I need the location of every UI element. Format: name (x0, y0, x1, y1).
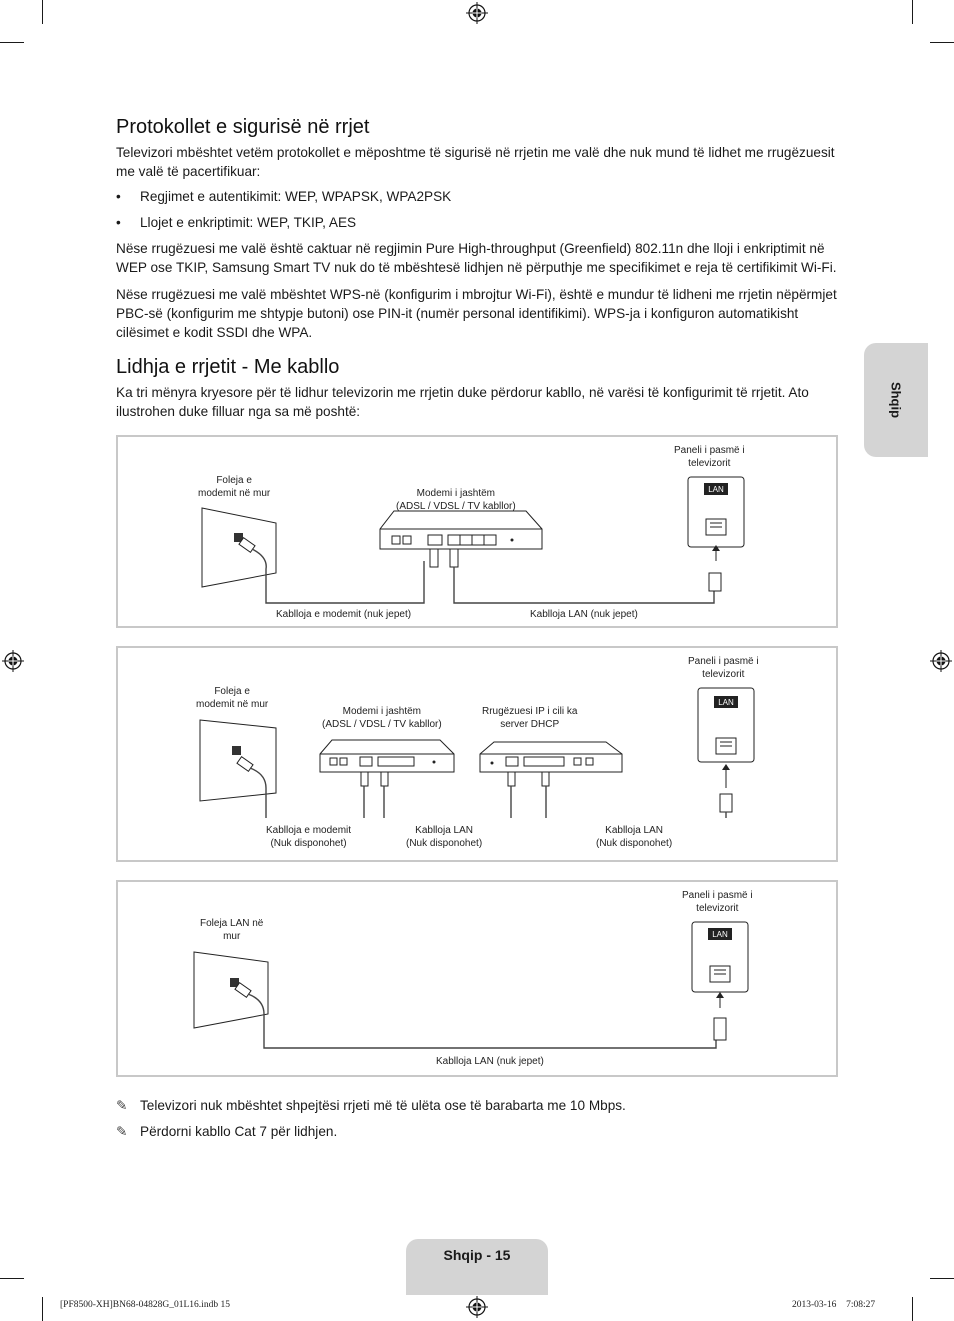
bullet-item: •Regjimet e autentikimit: WEP, WPAPSK, W… (116, 189, 452, 204)
lan-cable-label: Kablloja LAN (nuk jepet) (530, 609, 638, 620)
section-title-security: Protokollet e sigurisë në rrjet (116, 116, 370, 138)
lan-cable-label: Kablloja LAN (nuk jepet) (436, 1056, 544, 1067)
language-side-tab: Shqip (864, 343, 928, 457)
crop-mark (0, 42, 24, 43)
pencil-icon: ✎ (116, 1124, 128, 1139)
wps-paragraph: Nëse rrugëzuesi me valë mbështet WPS-në … (116, 287, 837, 340)
crop-mark (930, 1278, 954, 1279)
registration-mark-icon (930, 650, 952, 672)
note-text: Përdorni kabllo Cat 7 për lidhjen. (140, 1124, 338, 1139)
registration-mark-icon (466, 2, 488, 24)
lan-cable-label: Kablloja LAN (Nuk disponohet) (596, 825, 673, 849)
lan-tag: LAN (712, 930, 728, 939)
lan-cable-label: Kablloja LAN (Nuk disponohet) (406, 825, 483, 849)
security-intro: Televizori mbështet vetëm protokollet e … (116, 145, 835, 179)
lan-tag: LAN (718, 698, 734, 707)
pencil-icon: ✎ (116, 1098, 128, 1113)
crop-mark (912, 0, 913, 24)
modem-cable-label: Kablloja e modemit (Nuk disponohet) (266, 825, 352, 849)
router-label: Rrugëzuesi IP i cili ka server DHCP (482, 706, 578, 730)
diagram-modem-direct: Foleja e modemit në mur Modemi i jashtëm… (116, 435, 838, 628)
greenfield-paragraph: Nëse rrugëzuesi me valë është caktuar në… (116, 241, 837, 275)
tv-panel-label: Paneli i pasmë i televizorit (674, 445, 745, 469)
bullet-text: Llojet e enkriptimit: WEP, TKIP, AES (140, 215, 357, 230)
section-title-wired: Lidhja e rrjetit - Me kabllo (116, 356, 340, 378)
wall-jack-label: Foleja e modemit në mur (196, 686, 269, 710)
page-number-label: Shqip - 15 (443, 1247, 511, 1263)
crop-mark (930, 42, 954, 43)
crop-mark (0, 1278, 24, 1279)
note-text: Televizori nuk mbështet shpejtësi rrjeti… (140, 1098, 626, 1113)
wired-intro: Ka tri mënyra kryesore për të lidhur tel… (116, 385, 809, 419)
bullet-item: •Llojet e enkriptimit: WEP, TKIP, AES (116, 215, 357, 230)
tv-panel-label: Paneli i pasmë i televizorit (688, 656, 759, 680)
diagram-modem-router: Foleja e modemit në mur Modemi i jashtëm… (116, 646, 838, 862)
wall-jack-label: Foleja LAN në mur (200, 918, 264, 942)
footer-timestamp: 2013-03-16 ￿7:08:27 (792, 1300, 876, 1310)
crop-mark (42, 1297, 43, 1321)
modem-label: Modemi i jashtëm (ADSL / VDSL / TV kabll… (396, 488, 516, 512)
tv-panel-label: Paneli i pasmë i televizorit (682, 890, 753, 914)
footer-file-info: [PF8500-XH]BN68-04828G_01L16.indb 15 (60, 1300, 230, 1310)
page-number-badge: Shqip - 15 (406, 1239, 548, 1295)
crop-mark (42, 0, 43, 24)
wall-jack-label: Foleja e modemit në mur (198, 475, 271, 499)
bullet-text: Regjimet e autentikimit: WEP, WPAPSK, WP… (140, 189, 452, 204)
lan-tag: LAN (708, 485, 724, 494)
diagram-lan-wall: Foleja LAN në mur Paneli i pasmë i telev… (116, 880, 838, 1077)
registration-mark-icon (466, 1296, 488, 1318)
registration-mark-icon (2, 650, 24, 672)
crop-mark (912, 1297, 913, 1321)
modem-cable-label: Kablloja e modemit (nuk jepet) (276, 609, 412, 620)
note-item: ✎ Përdorni kabllo Cat 7 për lidhjen. (116, 1122, 337, 1141)
side-tab-label: Shqip (888, 381, 904, 419)
modem-label: Modemi i jashtëm (ADSL / VDSL / TV kabll… (322, 706, 442, 730)
note-item: ✎ Televizori nuk mbështet shpejtësi rrjet… (116, 1096, 626, 1115)
